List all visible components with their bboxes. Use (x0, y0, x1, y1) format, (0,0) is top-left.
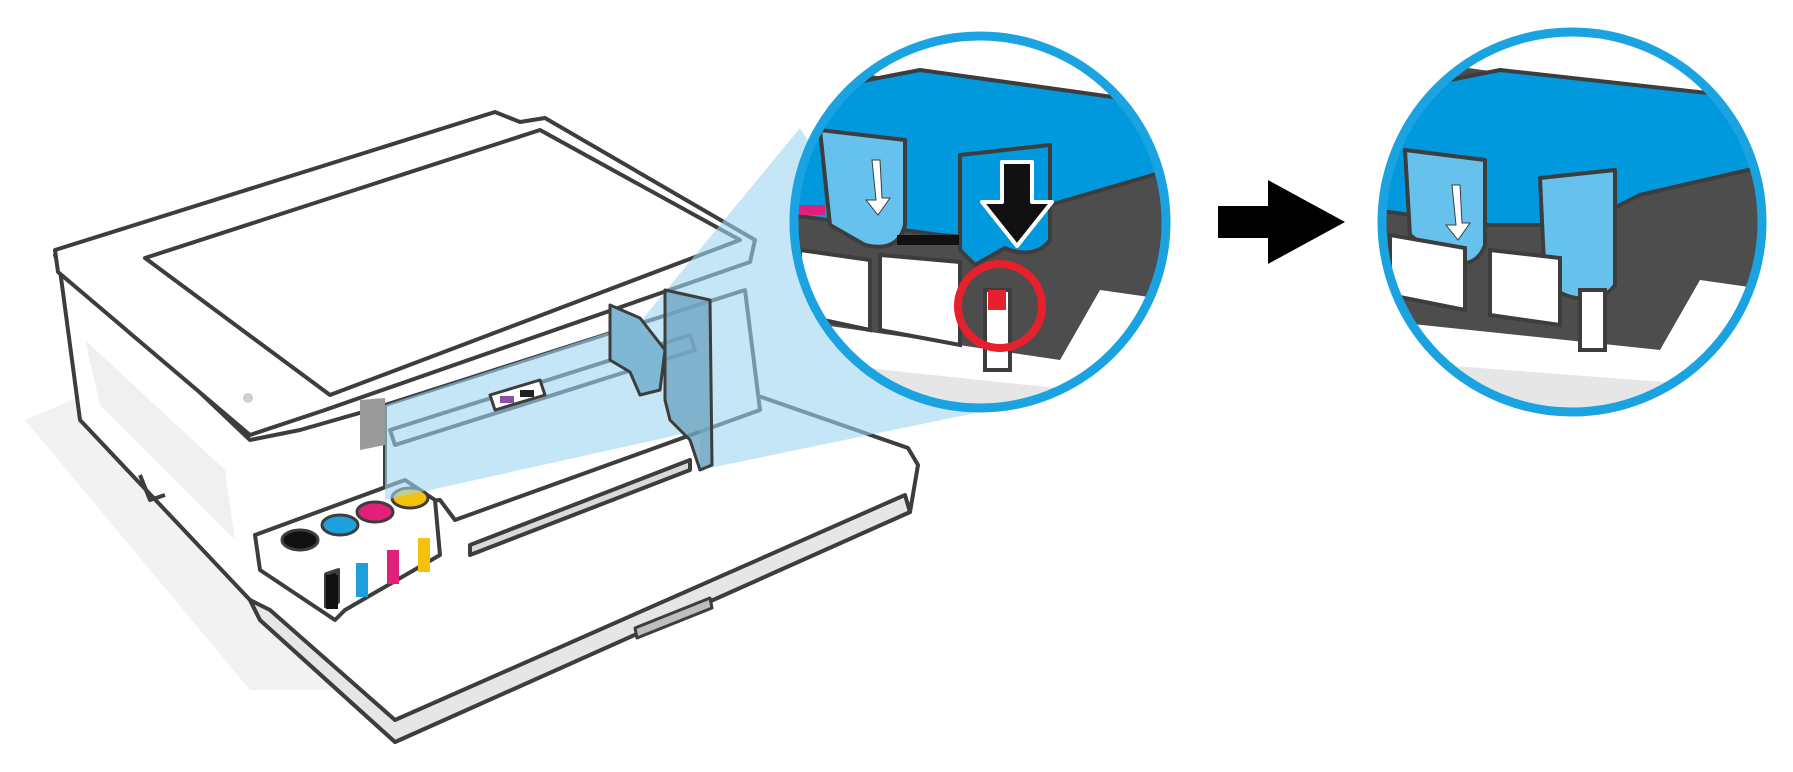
power-button (243, 393, 253, 403)
ink-windows (326, 538, 430, 609)
latch-arrow-icon (864, 159, 891, 216)
zoom-circle-after (1377, 27, 1767, 417)
arrow-right-icon (1218, 180, 1345, 264)
zoom-ring-before (789, 31, 1171, 413)
push-down-arrow-icon (980, 160, 1054, 248)
ink-window-black (326, 575, 338, 609)
printer-carriage (488, 288, 714, 472)
printer-cavity-shade (360, 398, 385, 450)
ink-window-yellow (418, 538, 430, 572)
latch-arrow-after-icon (1444, 184, 1471, 241)
red-circle-callout-icon (954, 260, 1046, 352)
zoom-ring-after (1377, 27, 1767, 417)
ink-cap-cyan (320, 513, 360, 537)
paper-guide (468, 458, 692, 557)
ink-window-magenta (387, 550, 399, 584)
output-slot (633, 596, 714, 640)
printer-front (248, 493, 912, 744)
ink-cap-magenta (355, 500, 395, 524)
ink-caps (280, 486, 430, 552)
printer-foot-left (138, 474, 166, 502)
latch-closed (818, 128, 907, 249)
ink-cap-black (280, 528, 320, 552)
ink-window-cyan (356, 563, 368, 597)
printer-left-panel (85, 340, 235, 540)
